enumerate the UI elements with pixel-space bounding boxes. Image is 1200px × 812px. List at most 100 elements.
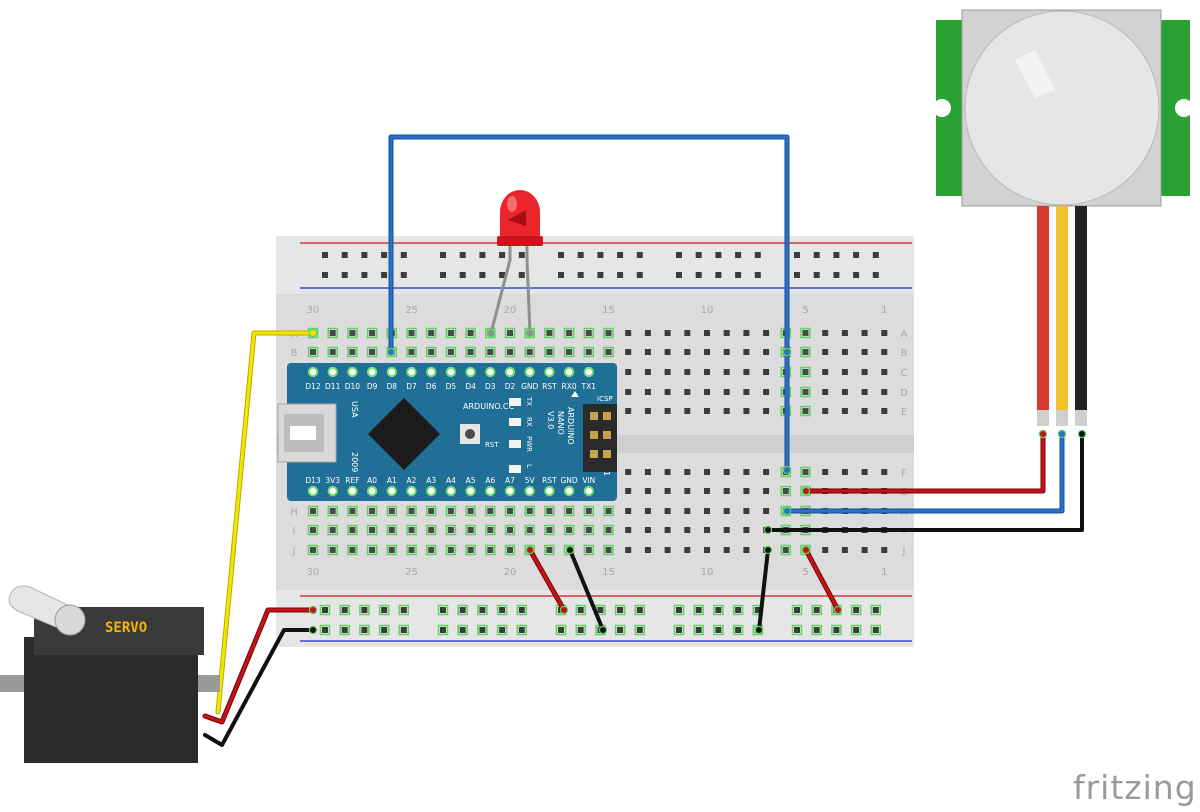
- breadboard-hole-connected: [603, 327, 614, 339]
- arduino-pin-label: A5: [466, 476, 476, 485]
- breadboard-hole: [507, 508, 513, 514]
- breadboard-hole: [329, 508, 336, 514]
- breadboard-hole: [664, 527, 671, 533]
- rail-hole: [518, 272, 525, 278]
- rail-hole-connected: [457, 604, 468, 616]
- breadboard-hole: [329, 330, 336, 336]
- rail-hole-connected: [496, 624, 508, 636]
- rail-hole-connected: [673, 604, 685, 616]
- rail-hole: [381, 607, 388, 613]
- rail-hole: [518, 252, 525, 258]
- rail-hole-connected: [634, 604, 646, 616]
- breadboard-hole-connected: [465, 544, 476, 556]
- row-letter: I: [293, 526, 296, 537]
- breadboard-hole: [644, 349, 651, 355]
- model-line1: ARDUINO: [566, 407, 575, 445]
- breadboard-hole: [467, 508, 474, 514]
- rail-hole: [872, 627, 879, 633]
- breadboard-hole: [507, 330, 513, 336]
- breadboard-hole-connected: [445, 505, 457, 517]
- arduino-pin-label: GND: [521, 382, 538, 391]
- breadboard-hole-connected: [327, 544, 338, 556]
- breadboard-hole: [723, 469, 730, 475]
- breadboard-hole: [625, 389, 632, 395]
- rail-hole-connected: [850, 624, 862, 636]
- breadboard-hole: [585, 349, 592, 355]
- arduino-pin-pad: [406, 485, 417, 497]
- breadboard-hole: [802, 469, 809, 475]
- breadboard-hole: [644, 369, 651, 375]
- breadboard-hole: [684, 508, 691, 514]
- rail-hole: [853, 272, 860, 278]
- breadboard-hole-connected: [544, 505, 555, 517]
- rail-hole: [400, 272, 407, 278]
- row-letter: B: [901, 348, 908, 359]
- breadboard-hole: [743, 508, 750, 514]
- led-rx: [509, 418, 521, 426]
- breadboard-hole: [625, 488, 632, 494]
- breadboard-hole: [428, 508, 435, 514]
- breadboard-hole: [704, 527, 710, 533]
- arduino-pin-pad: [366, 485, 378, 497]
- breadboard-hole-connected: [425, 346, 437, 358]
- wire-endpoints: [308, 328, 1087, 635]
- rail-hole: [715, 627, 722, 633]
- rail-hole: [577, 272, 584, 278]
- breadboard-hole-connected: [780, 485, 792, 497]
- arduino-pin-label: D3: [485, 382, 496, 391]
- breadboard-hole-connected: [445, 524, 457, 536]
- arduino-pin-pad: [366, 366, 378, 378]
- breadboard-hole: [408, 547, 415, 553]
- wire-end: [1038, 429, 1048, 439]
- arduino-pin-pad: [386, 485, 397, 497]
- breadboard-hole: [310, 527, 316, 533]
- rail-hole: [440, 252, 446, 258]
- rail-hole: [459, 607, 466, 613]
- arduino-pin-label: REF: [345, 476, 359, 485]
- rail-hole: [833, 627, 840, 633]
- breadboard-hole: [841, 408, 848, 414]
- breadboard-hole: [546, 527, 553, 533]
- row-letter: B: [291, 348, 298, 359]
- rail-hole-connected: [437, 604, 449, 616]
- breadboard-hole-connected: [386, 524, 398, 536]
- column-number: 10: [701, 305, 714, 316]
- year-label: 2009: [350, 452, 359, 472]
- wire-end: [308, 328, 318, 338]
- wire-blue-bridge: [389, 135, 789, 354]
- breadboard-hole: [861, 469, 868, 475]
- arduino-pin-pad: [347, 485, 358, 497]
- rail-hole: [361, 272, 368, 278]
- breadboard-hole: [822, 369, 829, 375]
- breadboard-hole: [605, 349, 612, 355]
- breadboard-hole: [585, 508, 592, 514]
- rail-hole-connected: [870, 604, 882, 616]
- breadboard-hole-connected: [465, 346, 476, 358]
- rail-hole: [735, 607, 742, 613]
- breadboard-hole-connected: [524, 505, 535, 517]
- breadboard-hole: [664, 349, 671, 355]
- breadboard-hole: [664, 547, 671, 553]
- breadboard-hole-connected: [583, 505, 595, 517]
- breadboard-hole: [526, 527, 533, 533]
- pir-dome: [964, 10, 1160, 206]
- breadboard-hole-connected: [485, 524, 496, 536]
- breadboard-hole-connected: [366, 544, 378, 556]
- breadboard-hole: [546, 547, 553, 553]
- breadboard-hole: [881, 547, 888, 553]
- breadboard-hole-connected: [465, 524, 476, 536]
- column-number: 20: [504, 305, 517, 316]
- breadboard-hole-connected: [347, 505, 358, 517]
- arduino-brand-label: ARDUINO.CC: [463, 402, 514, 411]
- breadboard-hole-connected: [347, 327, 358, 339]
- breadboard-hole-connected: [386, 544, 398, 556]
- rail-hole-connected: [359, 624, 370, 636]
- rail-hole: [558, 252, 564, 258]
- breadboard-hole: [369, 508, 376, 514]
- arduino-pin-label: D2: [505, 382, 516, 391]
- breadboard-hole: [841, 547, 848, 553]
- model-line2: NANO: [556, 411, 565, 435]
- breadboard-hole-connected: [583, 346, 595, 358]
- rail-hole-connected: [516, 624, 528, 636]
- breadboard-hole: [704, 488, 710, 494]
